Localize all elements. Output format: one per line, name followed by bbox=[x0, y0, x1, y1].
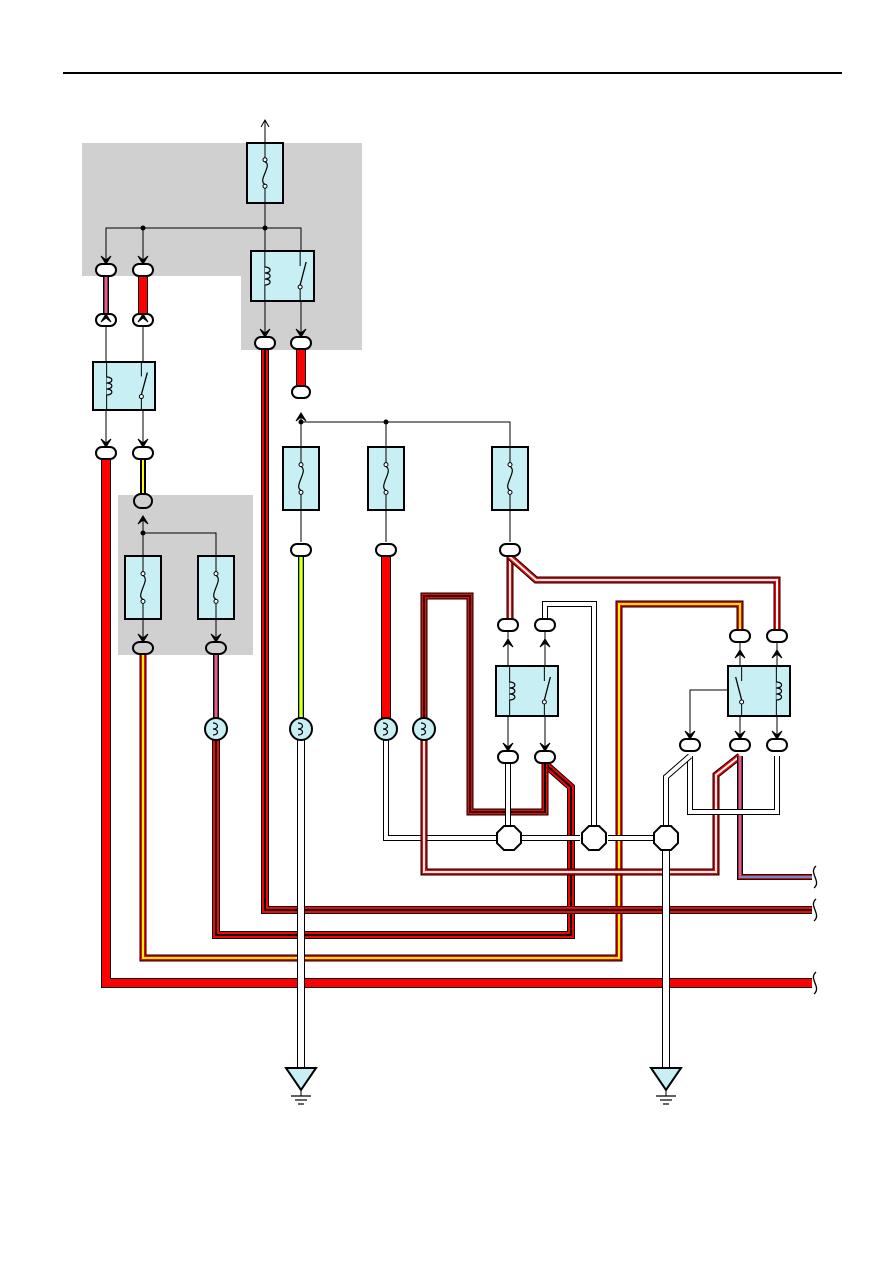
connector bbox=[375, 543, 397, 557]
pin-arrow-icon bbox=[295, 328, 307, 338]
wire-white-black bbox=[542, 601, 597, 838]
junction-block-main bbox=[82, 143, 362, 350]
pin-arrow-icon bbox=[137, 515, 149, 525]
wire-red-black bbox=[420, 592, 549, 816]
pin-arrow-icon bbox=[539, 638, 551, 648]
connector bbox=[766, 629, 788, 643]
junction-dot bbox=[140, 225, 146, 231]
pin-arrow-icon bbox=[259, 328, 271, 338]
connector bbox=[497, 618, 519, 632]
wire-red-main bbox=[101, 460, 812, 988]
pin-arrow-icon bbox=[771, 730, 783, 740]
bulb-icon bbox=[412, 717, 436, 741]
wire-break-icon bbox=[812, 971, 818, 995]
wire-white-black bbox=[383, 740, 497, 841]
relay-icon bbox=[495, 665, 559, 717]
connector bbox=[132, 263, 154, 277]
relay-icon bbox=[250, 250, 315, 302]
bulb-icon bbox=[289, 717, 313, 741]
fuse-icon bbox=[124, 555, 162, 620]
pin-arrow-icon bbox=[684, 730, 696, 740]
component-layer bbox=[92, 142, 818, 1105]
fuse-icon bbox=[246, 142, 284, 204]
pin-arrow-icon bbox=[502, 742, 514, 752]
connector bbox=[497, 750, 519, 764]
bulb-icon bbox=[374, 717, 398, 741]
wire-red-yellow bbox=[139, 600, 744, 962]
fuse-icon bbox=[491, 446, 529, 511]
pin-arrow-icon bbox=[137, 255, 149, 265]
connector bbox=[679, 738, 701, 752]
pin-arrow-icon bbox=[137, 313, 149, 323]
fuse-icon bbox=[282, 446, 320, 511]
ground-icon bbox=[649, 1067, 683, 1105]
pin-arrow-icon bbox=[734, 730, 746, 740]
wire-red-black bbox=[212, 740, 575, 939]
connector bbox=[534, 618, 556, 632]
junction-dot bbox=[383, 419, 389, 425]
relay-icon bbox=[727, 665, 791, 717]
pin-arrow-icon bbox=[539, 742, 551, 752]
junction-dot bbox=[140, 530, 146, 536]
connector bbox=[290, 543, 312, 557]
connector bbox=[132, 641, 154, 655]
connector bbox=[132, 446, 154, 460]
wire-break-icon bbox=[812, 898, 818, 922]
pin-arrow-icon bbox=[100, 438, 112, 448]
pin-arrow-icon bbox=[100, 313, 112, 323]
junction-dot bbox=[298, 419, 304, 425]
connector bbox=[205, 641, 227, 655]
relay-icon bbox=[92, 361, 156, 411]
connector bbox=[95, 263, 117, 277]
fuse-icon bbox=[197, 555, 235, 620]
wire-red-black bbox=[261, 350, 812, 914]
connector bbox=[133, 493, 153, 509]
wire-white-black bbox=[663, 753, 692, 826]
connector bbox=[766, 738, 788, 752]
junction-dot bbox=[262, 225, 268, 231]
connector bbox=[254, 336, 276, 350]
wire-red-white bbox=[507, 554, 781, 630]
connector bbox=[534, 750, 556, 764]
fuse-icon bbox=[367, 446, 405, 511]
bulb-icon bbox=[204, 717, 228, 741]
connector bbox=[95, 446, 117, 460]
splice-icon bbox=[653, 825, 679, 851]
wire-red-white bbox=[420, 740, 743, 876]
pin-arrow-icon bbox=[100, 255, 112, 265]
connector bbox=[290, 336, 312, 350]
wire-red-blue bbox=[737, 756, 812, 880]
ground-icon bbox=[284, 1067, 318, 1105]
connector bbox=[499, 543, 521, 557]
pin-arrow-icon bbox=[210, 633, 222, 643]
connector bbox=[729, 629, 751, 643]
connector bbox=[291, 385, 311, 399]
pin-arrow-icon bbox=[137, 438, 149, 448]
splice-icon bbox=[581, 825, 607, 851]
pin-arrow-icon bbox=[502, 638, 514, 648]
splice-icon bbox=[496, 825, 522, 851]
connector bbox=[729, 738, 751, 752]
wire-harness bbox=[101, 276, 812, 1068]
wire-white-black bbox=[687, 756, 780, 815]
wire-break-icon bbox=[812, 865, 818, 889]
pin-arrow-icon bbox=[295, 412, 307, 422]
pin-arrow-icon bbox=[771, 649, 783, 659]
pin-arrow-icon bbox=[137, 633, 149, 643]
pin-arrow-icon bbox=[734, 649, 746, 659]
